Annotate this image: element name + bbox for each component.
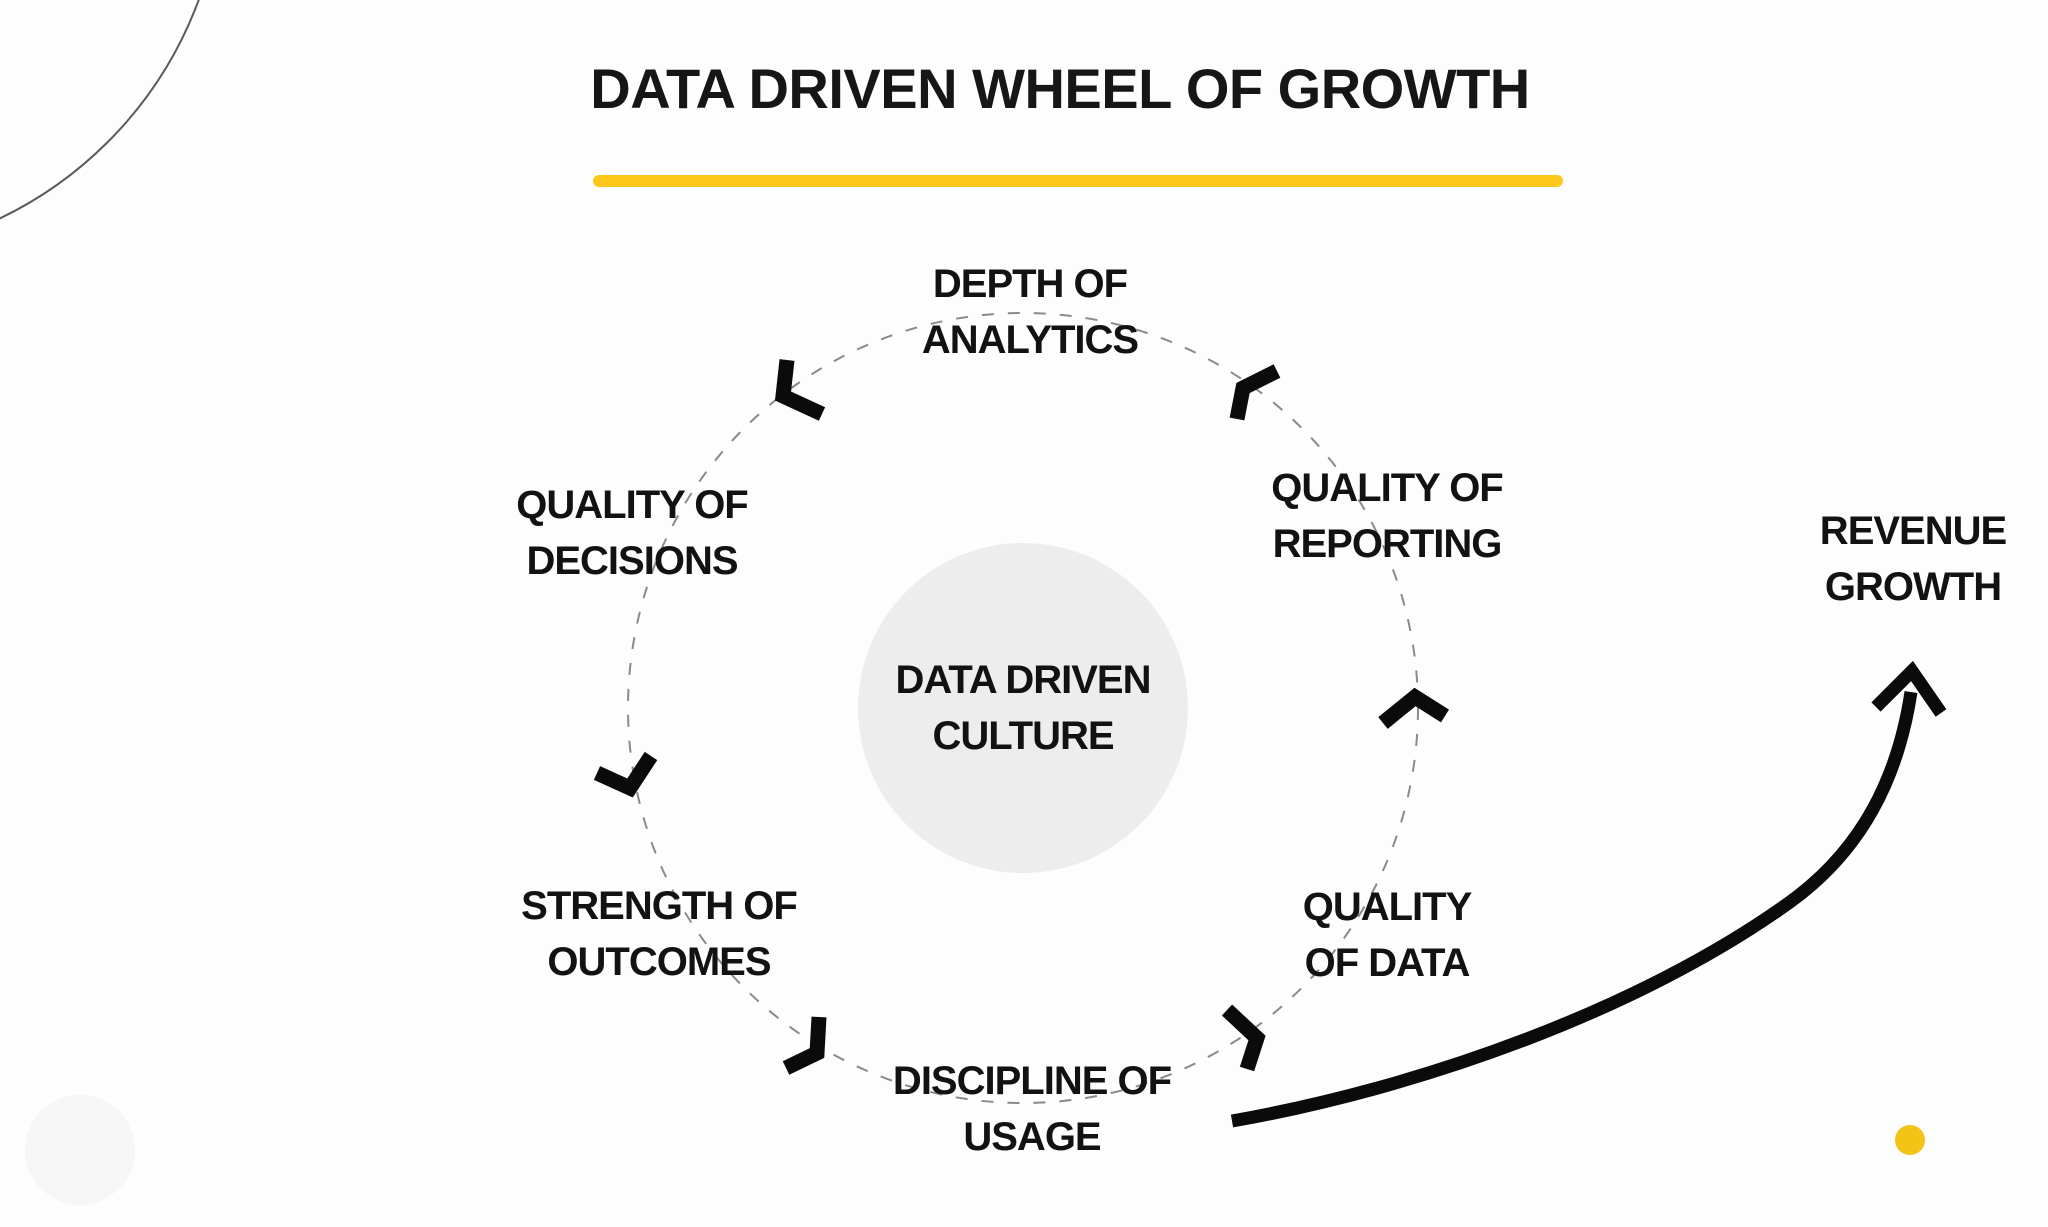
wheel-node-quality-of-decisions: QUALITY OF DECISIONS (516, 477, 748, 589)
decorative-faint-circle (25, 1095, 135, 1205)
node-label-line1: QUALITY (1302, 885, 1473, 929)
center-label-line2: CULTURE (932, 714, 1114, 758)
node-label-line2: REPORTING (1272, 522, 1503, 566)
wheel-chevrons (593, 359, 1450, 1075)
center-label-line1: DATA DRIVEN (895, 658, 1152, 702)
node-label-line1: STRENGTH OF (521, 884, 798, 928)
direction-chevron-top-left (774, 359, 826, 421)
node-label-line2: ANALYTICS (921, 318, 1139, 362)
title-underline (593, 175, 1563, 187)
node-label-line2: OF DATA (1304, 941, 1471, 985)
accent-dot (1895, 1125, 1925, 1155)
node-label-line2: DECISIONS (526, 539, 738, 583)
node-label-line1: DISCIPLINE OF (892, 1059, 1172, 1103)
wheel-center-circle: DATA DRIVEN CULTURE (858, 543, 1188, 873)
wheel-node-depth-of-analytics: DEPTH OF ANALYTICS (921, 256, 1139, 368)
growth-arrow-curve (1230, 691, 1918, 1128)
page-title: DATA DRIVEN WHEEL OF GROWTH (590, 57, 1530, 120)
wheel-node-quality-of-reporting: QUALITY OF REPORTING (1271, 460, 1503, 572)
direction-chevron-bottom-right (1221, 1004, 1266, 1072)
wheel-dashed-circle (627, 312, 1419, 1104)
node-label-line2: USAGE (963, 1115, 1101, 1159)
outcome-label-line2: GROWTH (1824, 565, 2002, 609)
decorative-corner-arc (0, 0, 200, 220)
direction-chevron-bottom-left (782, 1016, 827, 1075)
node-label-line2: OUTCOMES (547, 940, 771, 984)
wheel-node-discipline-of-usage: DISCIPLINE OF USAGE (892, 1053, 1172, 1165)
node-label-line1: DEPTH OF (932, 262, 1128, 306)
revenue-growth-label: REVENUE GROWTH (1819, 503, 2007, 615)
direction-chevron-left (593, 751, 658, 798)
direction-chevron-right (1378, 687, 1450, 729)
node-label-line1: QUALITY OF (1271, 466, 1503, 510)
wheel-node-strength-of-outcomes: STRENGTH OF OUTCOMES (521, 878, 798, 990)
direction-chevron-top-right (1229, 364, 1281, 421)
node-label-line1: QUALITY OF (516, 483, 748, 527)
outcome-label-line1: REVENUE (1819, 509, 2007, 553)
growth-arrow-head-icon (1871, 660, 1947, 717)
wheel-node-quality-of-data: QUALITY OF DATA (1302, 879, 1473, 991)
